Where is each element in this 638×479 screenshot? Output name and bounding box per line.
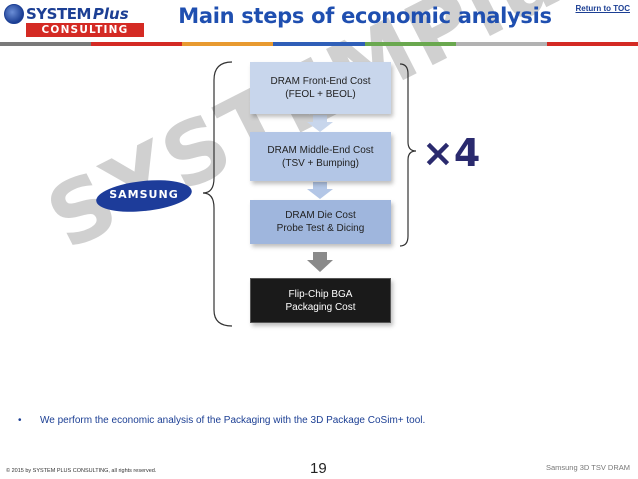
step-line: Flip-Chip BGA [288, 288, 353, 300]
header-bar-segment [546, 42, 638, 46]
step-line: (TSV + Bumping) [282, 157, 359, 169]
bullet-icon: • [18, 415, 22, 426]
copyright-text: © 2015 by SYSTEM PLUS CONSULTING, all ri… [6, 468, 157, 474]
step-line: Packaging Cost [285, 301, 356, 313]
page-title: Main steps of economic analysis [178, 4, 552, 28]
right-bracket [399, 63, 417, 247]
multiplier-label: ×4 [422, 131, 481, 175]
logo-word-plus: Plus [92, 4, 129, 23]
left-brace [202, 61, 233, 327]
globe-icon [4, 3, 24, 24]
step-line: DRAM Die Cost [285, 210, 356, 221]
return-to-toc-link[interactable]: Return to TOC [575, 4, 630, 13]
document-title: Samsung 3D TSV DRAM [545, 463, 630, 472]
header-bar-segment [91, 42, 183, 46]
samsung-logo-text: SAMSUNG [109, 188, 179, 201]
bullet-text: We perform the economic analysis of the … [40, 415, 426, 426]
header-bar-segment [0, 42, 92, 46]
samsung-logo: SAMSUNG [94, 176, 194, 216]
header-bar-segment [364, 42, 456, 46]
logo-word-consulting: CONSULTING [26, 23, 144, 37]
step-packaging-cost: Flip-Chip BGA Packaging Cost [250, 278, 391, 323]
header-bar-segment [273, 42, 365, 46]
step-line: DRAM Front-End Cost [270, 76, 371, 87]
step-line: DRAM Middle-End Cost [267, 144, 374, 156]
step-line: Probe Test & Dicing [276, 223, 365, 234]
step-middle-end-cost: DRAM Middle-End Cost (TSV + Bumping) [250, 132, 391, 181]
arrow-down-icon [307, 115, 333, 132]
step-front-end-cost: DRAM Front-End Cost (FEOL + BEOL) [250, 62, 391, 114]
step-die-cost: DRAM Die Cost Probe Test & Dicing [250, 200, 391, 244]
arrow-down-icon [307, 182, 333, 199]
step-line: (FEOL + BEOL) [285, 89, 356, 100]
arrow-down-icon [307, 252, 333, 272]
header-bar-segment [182, 42, 274, 46]
page-number: 19 [310, 460, 327, 477]
header-bar-segment [455, 42, 547, 46]
header-color-bar [0, 42, 638, 46]
logo-word-system: SYSTEM [26, 4, 91, 23]
company-logo: SYSTEM Plus CONSULTING [4, 3, 144, 38]
